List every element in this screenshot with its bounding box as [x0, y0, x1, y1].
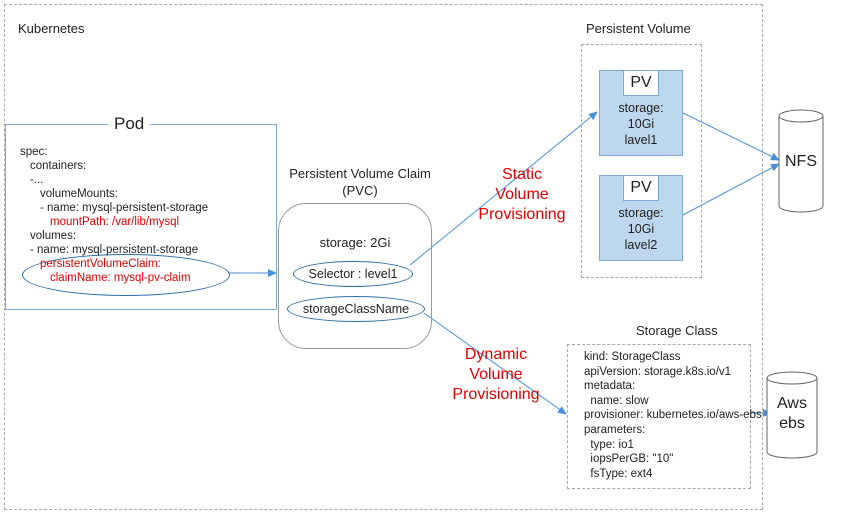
static-label-line2: Volume — [495, 186, 549, 203]
sc-line: provisioner: kubernetes.io/aws-ebs — [584, 409, 762, 422]
sc-line: kind: StorageClass — [584, 351, 681, 363]
pv-tab-2: PV — [623, 176, 659, 201]
pod-spec-line: - name: mysql-persistent-storage — [30, 244, 199, 256]
dynamic-label-line3: Provisioning — [452, 386, 540, 403]
static-label-line3: Provisioning — [478, 206, 566, 223]
sc-line: parameters: — [584, 423, 646, 436]
pvc-storage-class-name: storageClassName — [287, 296, 425, 322]
pod-spec-line: mountPath: /var/lib/mysql — [50, 216, 180, 228]
pod-spec-line: persistentVolumeClaim: — [40, 258, 161, 270]
arrow-dynamic-provisioning — [423, 312, 567, 415]
aws-ebs-cylinder-icon — [766, 371, 818, 459]
pvc-title-line2: (PVC) — [342, 183, 378, 198]
pvc-box — [278, 203, 432, 349]
storage-class-spec: kind: StorageClass apiVersion: storage.k… — [584, 350, 762, 481]
sc-line: type: io1 — [584, 438, 634, 451]
sc-line: fsType: ext4 — [584, 467, 653, 480]
pv-level-1: lavel1 — [624, 133, 658, 147]
pv-tab-1: PV — [623, 71, 659, 96]
pod-spec-line: volumeMounts: — [40, 188, 118, 200]
pod-spec-line: spec: — [20, 146, 48, 158]
dynamic-label-line2: Volume — [469, 366, 523, 383]
pod-spec-line: volumes: — [30, 230, 77, 242]
pv-volume-1: PV storage: 10Gi lavel1 — [599, 70, 683, 156]
static-provisioning-label: Static Volume Provisioning — [472, 165, 572, 225]
pv-section-boundary — [581, 44, 702, 278]
pv-level-2: lavel2 — [624, 238, 658, 252]
pvc-storage: storage: 2Gi — [319, 235, 391, 250]
pv-size-1: 10Gi — [627, 117, 655, 131]
pod-title: Pod — [108, 114, 151, 134]
pv-storage-label-1: storage: — [618, 101, 664, 115]
claim-highlight-ellipse — [22, 254, 230, 296]
sc-line: iopsPerGB: "10" — [584, 453, 674, 466]
dynamic-label-line1: Dynamic — [464, 346, 528, 363]
sc-line: apiVersion: storage.k8s.io/v1 — [584, 365, 732, 378]
pvc-title-line1: Persistent Volume Claim — [289, 166, 431, 181]
aws-label-line2: ebs — [779, 415, 805, 432]
aws-label-line1: Aws — [777, 395, 807, 412]
pvc-title: Persistent Volume Claim (PVC) — [280, 165, 440, 199]
static-label-line1: Static — [501, 166, 542, 183]
nfs-label: NFS — [785, 153, 817, 170]
pod-spec-line: - name: mysql-persistent-storage — [40, 202, 209, 214]
kubernetes-label: Kubernetes — [18, 21, 85, 36]
pv-section-title: Persistent Volume — [586, 21, 691, 36]
pv-storage-label-2: storage: — [618, 206, 664, 220]
pv-size-2: 10Gi — [627, 222, 655, 236]
storage-class-boundary — [567, 344, 751, 489]
pod-spec-line: containers: — [30, 160, 87, 172]
kubernetes-boundary — [4, 4, 763, 510]
storage-class-title: Storage Class — [636, 323, 718, 338]
pod-spec-line: -... — [30, 174, 44, 186]
pod-spec-line: claimName: mysql-pv-claim — [50, 272, 191, 284]
pvc-selector: Selector : level1 — [293, 261, 413, 287]
sc-line: metadata: — [584, 380, 636, 393]
dynamic-provisioning-label: Dynamic Volume Provisioning — [438, 345, 554, 405]
pv-volume-2: PV storage: 10Gi lavel2 — [599, 175, 683, 261]
sc-line: name: slow — [584, 394, 649, 407]
nfs-cylinder-icon — [778, 109, 824, 213]
arrow-static-provisioning — [409, 111, 598, 266]
aws-ebs-label: Aws ebs — [767, 394, 817, 434]
